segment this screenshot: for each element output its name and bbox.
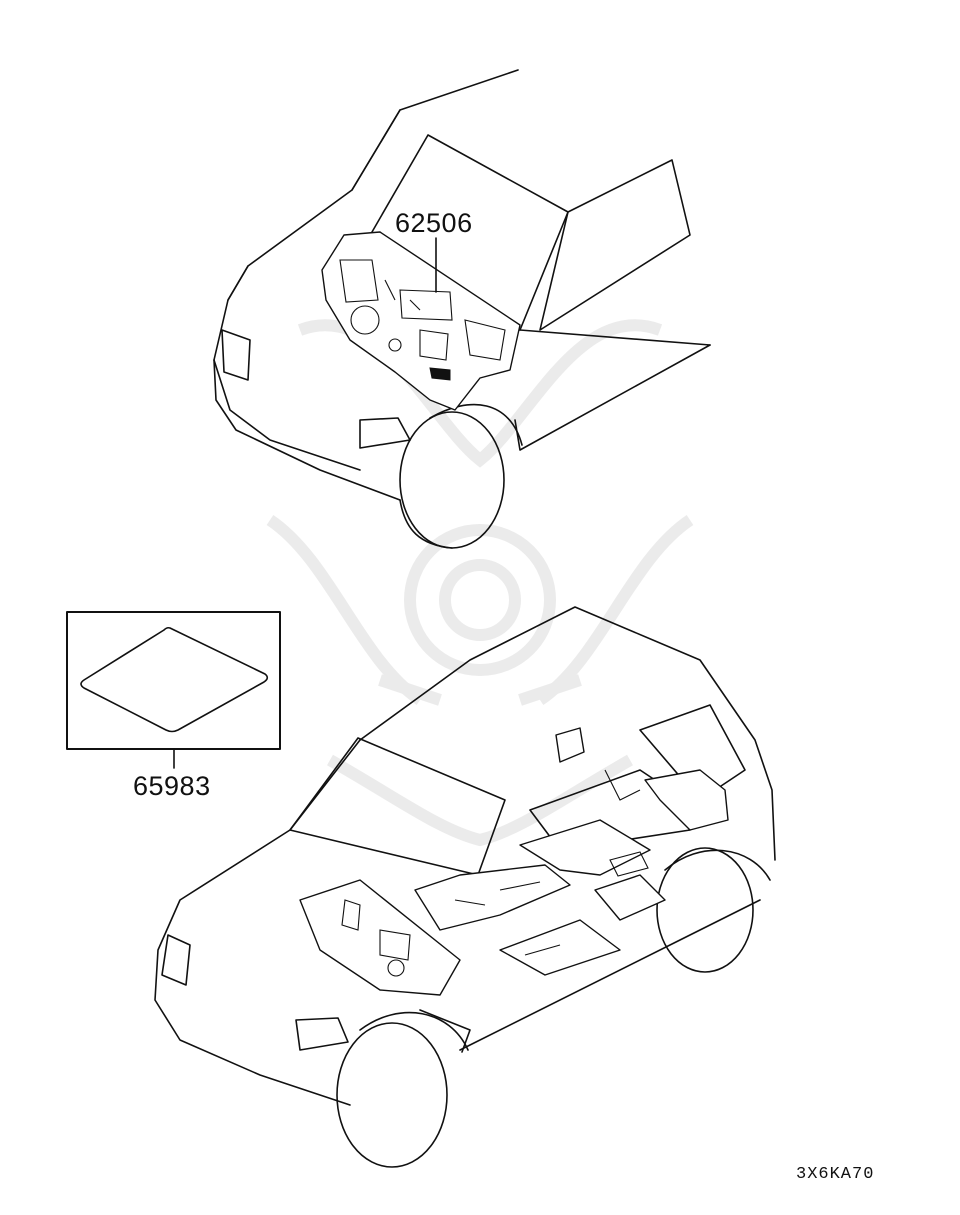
floor-pad-shape xyxy=(80,626,269,733)
part-number-62506: 62506 xyxy=(395,208,473,238)
watermark-logo xyxy=(266,319,694,847)
floor-pads-installed xyxy=(299,727,729,996)
upper-vehicle xyxy=(213,69,711,549)
dash-silencer-part-62506 xyxy=(321,231,521,411)
lower-vehicle xyxy=(154,606,776,1168)
part-number-65983: 65983 xyxy=(133,771,211,801)
inset-detail-box xyxy=(66,611,281,769)
drawing-code: 3X6KA70 xyxy=(796,1165,875,1184)
